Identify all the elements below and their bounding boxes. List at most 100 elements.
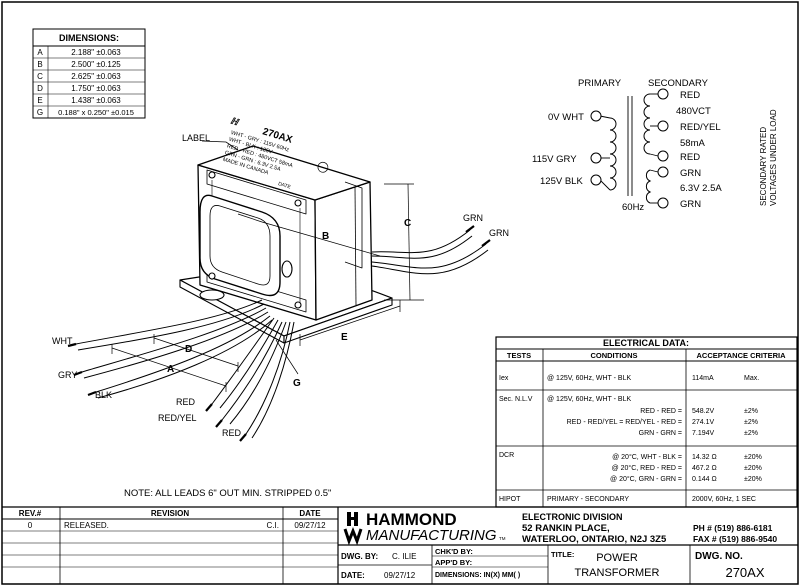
rivet bbox=[294, 301, 302, 309]
dim-letter-d: D bbox=[185, 344, 192, 355]
rev-header-revision: REVISION bbox=[151, 509, 189, 518]
cert-mark-icon bbox=[317, 161, 329, 173]
val-dcr-1: 14.32 Ω bbox=[692, 454, 717, 461]
secondary-grn-1-label: GRN bbox=[680, 168, 701, 179]
dim-value-a: 2.188" ±0.063 bbox=[71, 48, 121, 57]
revision-block: REV.# REVISION DATE 0 RELEASED. C.I. 09/… bbox=[2, 506, 798, 584]
wiring-schematic: PRIMARY SECONDARY 0V WHT 115V GRY 125V B… bbox=[532, 78, 778, 213]
lead-label-blk: BLK bbox=[95, 390, 112, 400]
val-snlv-1: 548.2V bbox=[692, 408, 715, 415]
rev-number: 0 bbox=[28, 521, 33, 530]
rev-date: 09/27/12 bbox=[294, 521, 326, 530]
dim-letter-b: B bbox=[322, 231, 329, 242]
rivet bbox=[208, 171, 216, 179]
tol-dcr-2: ±20% bbox=[744, 465, 762, 472]
dim-value-c: 2.625" ±0.063 bbox=[71, 72, 121, 81]
primary-115v-label: 115V GRY bbox=[532, 154, 577, 165]
tol-snlv-2: ±2% bbox=[744, 419, 758, 426]
cond-snlv-2: RED - RED/YEL = RED/YEL - RED = bbox=[567, 419, 682, 426]
val-snlv-2: 274.1V bbox=[692, 419, 715, 426]
tol-snlv-1: ±2% bbox=[744, 408, 758, 415]
tol-dcr-3: ±20% bbox=[744, 476, 762, 483]
title-label: TITLE: bbox=[551, 550, 574, 559]
division: ELECTRONIC DIVISION bbox=[522, 512, 623, 522]
checked-by-label: CHK'D BY: bbox=[435, 547, 473, 556]
title-line-2: TRANSFORMER bbox=[575, 567, 660, 579]
mounting-hole-left bbox=[199, 289, 225, 301]
dwg-by-label: DWG. BY: bbox=[341, 552, 378, 561]
electrical-data-table: ELECTRICAL DATA: TESTS CONDITIONS ACCEPT… bbox=[495, 336, 798, 508]
dwg-no-label: DWG. NO. bbox=[695, 551, 743, 562]
dim-letter-a: A bbox=[167, 364, 174, 375]
val-hipot: 2000V, 60Hz, 1 SEC bbox=[692, 496, 756, 503]
cond-hipot: PRIMARY - SECONDARY bbox=[547, 496, 629, 503]
lead-wires-grn bbox=[371, 225, 491, 275]
dimensions-units: DIMENSIONS: IN(X) MM( ) bbox=[435, 572, 520, 579]
hammond-mini-logo: ℍ bbox=[229, 115, 241, 127]
approved-by-label: APP'D BY: bbox=[435, 558, 472, 567]
title-line-1: POWER bbox=[596, 552, 638, 564]
transformer-drawing bbox=[179, 145, 393, 344]
dim-key-b: B bbox=[37, 60, 42, 69]
secondary-red-1-label: RED bbox=[680, 90, 700, 101]
val-dcr-3: 0.144 Ω bbox=[692, 476, 717, 483]
address-line-2: WATERLOO, ONTARIO, N2J 3Z5 bbox=[522, 534, 667, 545]
address-line-1: 52 RANKIN PLACE, bbox=[522, 523, 610, 534]
lead-label-red-2: RED bbox=[222, 428, 242, 438]
nameplate-date: DATE bbox=[277, 181, 292, 191]
secondary-note-line-2: VOLTAGES UNDER LOAD bbox=[769, 109, 778, 206]
tol-iex: Max. bbox=[744, 375, 759, 382]
date-value: 09/27/12 bbox=[384, 571, 416, 580]
secondary-note-line-1: SECONDARY RATED bbox=[759, 127, 768, 206]
dim-key-d: D bbox=[37, 84, 43, 93]
dim-key-a: A bbox=[37, 48, 43, 57]
phone: PH # (519) 886-6181 bbox=[693, 523, 773, 533]
lead-label-grn-1: GRN bbox=[463, 213, 483, 223]
dim-letter-c: C bbox=[404, 218, 411, 229]
rev-header-number: REV.# bbox=[19, 509, 42, 518]
test-hipot: HIPOT bbox=[499, 496, 521, 503]
primary-winding bbox=[609, 117, 617, 191]
schematic-primary-label: PRIMARY bbox=[578, 78, 622, 89]
cond-dcr-3: @ 20°C, GRN - GRN = bbox=[610, 475, 682, 483]
dim-key-g: G bbox=[37, 108, 43, 117]
fax: FAX # (519) 886-9540 bbox=[693, 534, 777, 544]
terminal-125v bbox=[590, 174, 602, 186]
dwg-no-value: 270AX bbox=[725, 565, 764, 580]
date-label: DATE: bbox=[341, 571, 365, 580]
dim-value-g: 0.188" x 0.250" ±0.015 bbox=[58, 108, 134, 117]
lead-label-red-yel: RED/YEL bbox=[158, 413, 197, 423]
lead-wires-front bbox=[67, 299, 295, 442]
test-iex: Iex bbox=[499, 375, 509, 382]
secondary-480vct-label: 480VCT bbox=[676, 106, 711, 117]
lead-label-red-1: RED bbox=[176, 397, 196, 407]
leads-note: NOTE: ALL LEADS 6" OUT MIN. STRIPPED 0.5… bbox=[124, 488, 331, 499]
schematic-secondary-label: SECONDARY bbox=[648, 78, 709, 89]
val-iex: 114mA bbox=[692, 375, 714, 382]
test-dcr: DCR bbox=[499, 452, 514, 459]
val-snlv-3: 7.194V bbox=[692, 430, 715, 437]
tol-snlv-3: ±2% bbox=[744, 430, 758, 437]
dim-letter-e: E bbox=[341, 332, 348, 343]
rev-by: C.I. bbox=[267, 521, 279, 530]
terminal-red-2 bbox=[657, 150, 669, 162]
cond-dcr-2: @ 20°C, RED - RED = bbox=[612, 464, 682, 472]
secondary-grn-2-label: GRN bbox=[680, 199, 701, 210]
tol-dcr-1: ±20% bbox=[744, 454, 762, 461]
title-block: HAMMOND MANUFACTURING TM ELECTRONIC DIVI… bbox=[338, 510, 798, 584]
rivet bbox=[208, 272, 216, 280]
trademark: TM bbox=[499, 536, 506, 541]
lead-label-wht: WHT bbox=[52, 336, 73, 346]
rev-description: RELEASED. bbox=[64, 521, 109, 530]
core-top bbox=[197, 145, 371, 201]
hammond-logo-icon bbox=[343, 512, 363, 546]
terminal-115v bbox=[590, 152, 602, 164]
svg-text:LABEL: LABEL bbox=[182, 133, 210, 143]
terminal-red-yel bbox=[657, 120, 669, 132]
cond-iex: @ 125V, 60Hz, WHT - BLK bbox=[547, 375, 631, 382]
lead-grommet bbox=[281, 260, 293, 278]
header-acceptance: ACCEPTANCE CRITERIA bbox=[696, 351, 786, 360]
primary-0v-label: 0V WHT bbox=[548, 112, 584, 123]
dim-value-d: 1.750" ±0.063 bbox=[71, 84, 121, 93]
